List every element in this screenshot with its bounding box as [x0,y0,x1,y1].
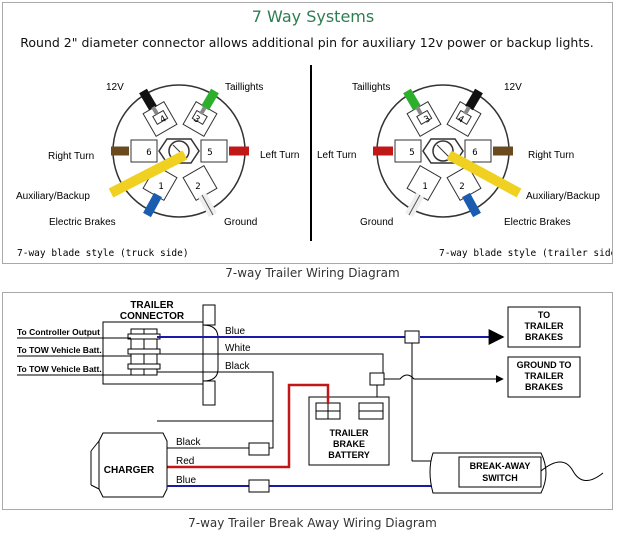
trailer-pin-number: 2 [459,182,464,192]
truck-pin-number: 2 [195,182,200,192]
trailer-pin-number: 5 [409,148,414,158]
trailer-wire-ground [405,192,424,218]
row-label-tow-batt-1: To TOW Vehicle Batt. [17,345,102,355]
to-brakes-line: BRAKES [525,332,563,342]
truck-label-taillights: Taillights [225,82,263,93]
wire-label-black: Black [225,361,250,372]
charger-wire-black: Black [167,421,274,456]
truck-wire-12v [139,88,159,115]
battery-line: TRAILER [330,428,369,438]
wire-white: White [157,343,384,373]
connector-title-line1: TRAILER [130,300,174,311]
truck-pin-number: 6 [146,148,151,158]
ground-to-trailer-brakes-box: GROUND TO TRAILER BRAKES [507,356,581,398]
truck-wire-ground [198,192,217,218]
trailer-blade-12v [446,101,482,137]
charger-label-blue: Blue [176,475,196,486]
truck-label-brakes: Electric Brakes [49,217,116,228]
truck-wire-taillights [199,88,219,115]
breakaway-line: BREAK-AWAY [470,461,531,471]
breakaway-wiring-diagram: TRAILER CONNECTOR To Controller Output T… [17,300,604,498]
truck-style-label: 7-way blade style (truck side) [17,248,189,259]
truck-label-right-turn: Right Turn [48,151,94,162]
truck-label-ground: Ground [224,217,257,228]
truck-pin-number: 3 [192,114,202,125]
truck-blade-left-turn [200,139,228,163]
charger-label-red: Red [176,456,194,467]
truck-wire-aux [108,150,188,198]
truck-pin-number: 4 [159,114,169,125]
trailer-label-ground: Ground [360,217,393,228]
to-brakes-line: TRAILER [525,321,564,331]
wire-label-blue: Blue [225,326,245,337]
wire-red [167,383,330,469]
charger-label: CHARGER [104,465,155,476]
truck-label-aux: Auxiliary/Backup [16,191,90,202]
trailer-pin-number: 3 [423,114,433,125]
trailer-connector: 3 4 5 6 1 2 [317,82,622,259]
trailer-label-12v: 12V [504,82,522,93]
trailer-brake-battery: TRAILER BRAKE BATTERY [308,396,390,466]
diagram-title: 7 Way Systems [252,7,374,26]
truck-wire-brakes [143,192,162,218]
diagram-subtitle: Round 2" diameter connector allows addit… [20,35,593,50]
trailer-label-taillights: Taillights [352,82,390,93]
seven-way-connector-diagram: 7 Way Systems Round 2" diameter connecto… [16,7,622,259]
trailer-blade-taillights [406,101,442,137]
break-away-switch: BREAK-AWAY SWITCH [412,452,604,494]
charger-wire-blue: Blue [167,475,433,493]
top-caption: 7-way Trailer Wiring Diagram [225,266,400,280]
bottom-caption: 7-way Trailer Break Away Wiring Diagram [188,516,437,530]
truck-blade-taillights [182,101,218,137]
trailer-pin-number: 6 [472,148,477,158]
breakaway-line: SWITCH [482,473,518,483]
to-trailer-brakes-box: TO TRAILER BRAKES [507,306,581,348]
truck-connector: 4 3 6 5 1 2 [16,82,299,259]
row-label-tow-batt-2: To TOW Vehicle Batt. [17,364,102,374]
charger-label-black: Black [176,437,201,448]
trailer-connector-block: TRAILER CONNECTOR [102,300,219,406]
trailer-label-brakes: Electric Brakes [504,217,571,228]
trailer-wire-brakes [462,192,481,218]
row-label-controller: To Controller Output [17,327,100,337]
junction-white [369,372,385,386]
to-brakes-line: TO [538,310,550,320]
trailer-style-label: 7-way blade style (trailer side) [439,248,612,259]
battery-line: BRAKE [333,439,365,449]
truck-pin-number: 1 [158,182,163,192]
trailer-blade-left-turn [394,139,422,163]
wire-black: Black [157,361,274,422]
trailer-wire-12v [463,88,483,115]
top-diagram-panel: 7 Way Systems Round 2" diameter connecto… [2,2,622,264]
trailer-wire-aux [446,150,522,198]
junction-charger-blue [248,479,270,493]
trailer-blade-right-turn [464,139,492,163]
charger: CHARGER [90,432,168,498]
truck-label-left-turn: Left Turn [260,150,299,161]
truck-label-12v: 12V [106,82,124,93]
wire-blue-to-brakes: Blue [157,326,505,345]
trailer-label-left-turn: Left Turn [317,150,356,161]
trailer-pin-number: 1 [422,182,427,192]
trailer-pin-number: 4 [456,114,466,125]
trailer-label-right-turn: Right Turn [528,150,574,161]
ground-brakes-line: GROUND TO [517,360,572,370]
junction-blue [404,330,420,344]
ground-brakes-line: BRAKES [525,382,563,392]
battery-line: BATTERY [328,450,370,460]
wire-label-white: White [225,343,251,354]
truck-pin-number: 5 [207,148,212,158]
ground-brakes-line: TRAILER [525,371,564,381]
junction-charger-black [248,442,270,456]
trailer-label-aux: Auxiliary/Backup [526,191,600,202]
trailer-wire-taillights [403,88,423,115]
truck-blade-right-turn [130,139,158,163]
bottom-diagram-panel: TRAILER CONNECTOR To Controller Output T… [2,292,613,510]
connector-title-line2: CONNECTOR [120,311,185,322]
